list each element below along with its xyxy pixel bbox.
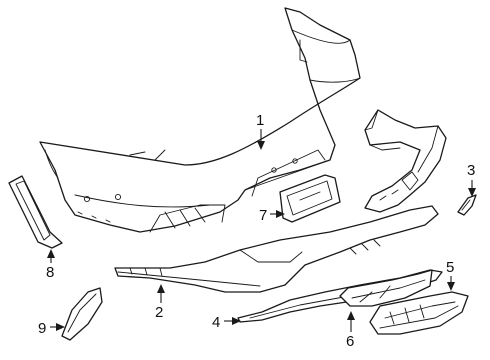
arrow-6: [347, 311, 355, 320]
arrow-3: [468, 188, 476, 197]
exhaust-tip-left-part[interactable]: [339, 269, 433, 307]
callout-3: 3: [467, 162, 476, 197]
callout-5: 5: [446, 259, 455, 291]
license-bracket-part[interactable]: [279, 174, 341, 223]
callout-2-label: 2: [155, 304, 163, 321]
callout-8-label: 8: [46, 264, 54, 281]
callout-6: 6: [346, 311, 355, 350]
side-bracket-part[interactable]: [364, 109, 447, 213]
callout-7: 7: [259, 207, 285, 224]
arrow-2: [157, 284, 165, 293]
callout-9-label: 9: [38, 320, 46, 337]
arrow-1: [257, 141, 265, 150]
side-reflector-part[interactable]: [61, 287, 103, 341]
callout-7-label: 7: [259, 207, 267, 224]
exhaust-tip-right-part[interactable]: [369, 291, 469, 335]
callout-5-label: 5: [446, 259, 454, 276]
callout-9: 9: [38, 320, 65, 337]
callout-1-label: 1: [256, 112, 264, 129]
arrow-8: [47, 249, 55, 258]
callout-8: 8: [46, 249, 55, 281]
lower-valance-part[interactable]: [114, 205, 439, 293]
small-reflector-part[interactable]: [457, 194, 477, 216]
bumper-cover-part[interactable]: [39, 7, 361, 233]
arrow-9: [56, 323, 65, 331]
callout-2: 2: [155, 284, 165, 321]
arrow-5: [447, 282, 455, 291]
reflector-ring-part[interactable]: [8, 175, 63, 249]
callout-1: 1: [256, 112, 265, 150]
callout-4: 4: [212, 314, 241, 331]
arrow-4: [232, 317, 241, 325]
callout-6-label: 6: [346, 333, 354, 350]
arrow-7: [276, 210, 285, 218]
callout-3-label: 3: [467, 162, 475, 179]
callout-4-label: 4: [212, 314, 220, 331]
